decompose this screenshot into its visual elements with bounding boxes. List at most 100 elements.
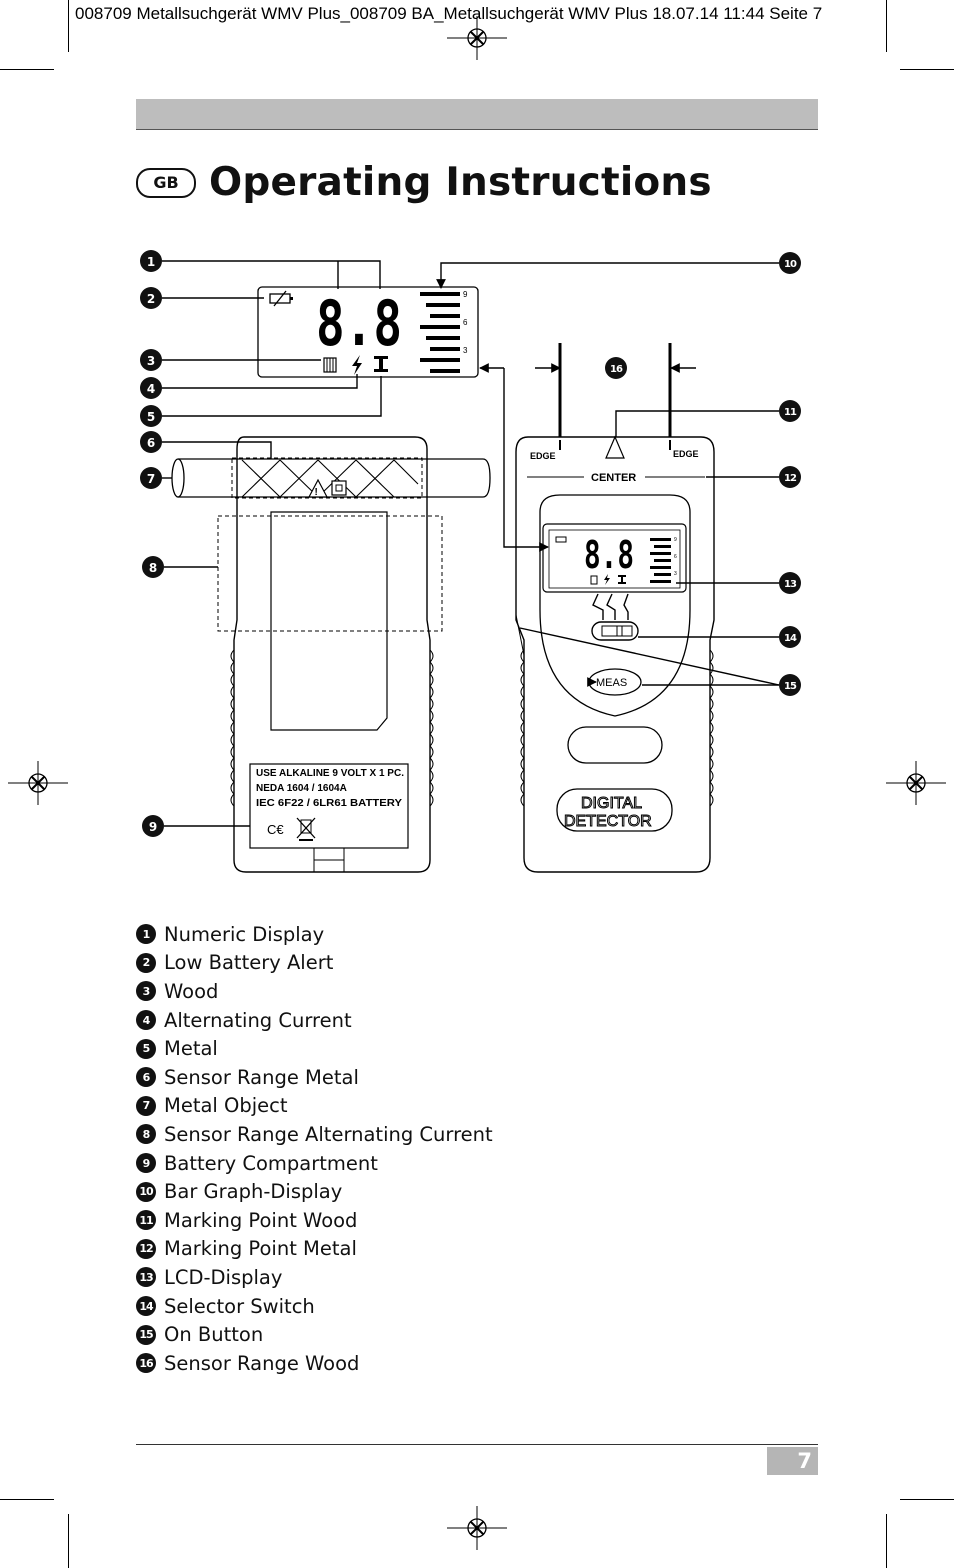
list-item: 5 Metal [136, 1034, 493, 1063]
metal-i-beam-icon [374, 356, 388, 372]
callout-16: 16 [605, 357, 627, 379]
svg-text:11: 11 [784, 407, 797, 418]
small-bar-scale-9: 9 [674, 537, 677, 543]
battery-label-line2: NEDA 1604 / 1604A [256, 783, 347, 794]
svg-text:12: 12 [784, 473, 797, 484]
registration-mark [446, 15, 508, 61]
callouts: 1 2 3 4 5 6 7 8 9 10 11 12 13 14 15 16 [140, 250, 801, 837]
legend-label: Numeric Display [164, 922, 325, 946]
meas-label: MEAS [596, 677, 627, 689]
crop-mark [0, 69, 54, 70]
legend-label: Wood [164, 979, 219, 1003]
callout-1: 1 [140, 250, 162, 272]
callout-7: 7 [140, 467, 162, 489]
brand-line-2: DETECTOR [564, 813, 652, 830]
low-battery-icon [269, 290, 293, 307]
battery-label-line1: USE ALKALINE 9 VOLT X 1 PC. [256, 768, 404, 779]
bar-scale-9: 9 [463, 290, 468, 299]
lcd-digits-large: 8.8 [316, 287, 402, 360]
svg-text:1: 1 [147, 255, 155, 269]
bar-scale-6: 6 [463, 318, 468, 327]
center-label: CENTER [591, 472, 636, 484]
page-number: 7 [767, 1447, 818, 1475]
header-band [136, 99, 818, 130]
registration-mark [7, 760, 69, 806]
callout-11: 11 [779, 400, 801, 422]
legend-number: 7 [136, 1095, 156, 1116]
legend-number: 1 [136, 924, 156, 945]
legend-number: 5 [136, 1038, 156, 1059]
crop-mark [68, 0, 69, 52]
svg-text:6: 6 [147, 436, 155, 450]
wood-marking-triangle-icon [605, 435, 625, 459]
list-item: 3 Wood [136, 977, 493, 1006]
device-front-view: EDGE EDGE CENTER 8.8 9 6 3 [515, 435, 715, 873]
edge-left-label: EDGE [530, 451, 556, 461]
battery-label-line3: IEC 6F22 / 6LR61 BATTERY [256, 798, 402, 809]
svg-text:10: 10 [784, 259, 797, 270]
legend-label: Sensor Range Wood [164, 1351, 360, 1375]
wood-icon [323, 357, 337, 373]
callout-5: 5 [140, 405, 162, 427]
svg-text:8: 8 [149, 561, 157, 575]
edge-right-label: EDGE [673, 449, 699, 459]
legend-number: 13 [136, 1267, 156, 1288]
callout-8: 8 [142, 556, 164, 578]
callout-2: 2 [140, 287, 162, 309]
callout-15: 15 [779, 674, 801, 696]
legend-label: Low Battery Alert [164, 951, 334, 975]
print-header: 008709 Metallsuchgerät WMV Plus_008709 B… [75, 4, 823, 23]
callout-6: 6 [140, 431, 162, 453]
list-item: 4 Alternating Current [136, 1006, 493, 1035]
legend-label: Sensor Range Metal [164, 1065, 359, 1089]
legend-label: Alternating Current [164, 1008, 352, 1032]
svg-text:13: 13 [784, 579, 797, 590]
svg-text:2: 2 [147, 292, 155, 306]
legend-number: 10 [136, 1181, 156, 1202]
legend-label: Marking Point Wood [164, 1208, 358, 1232]
callout-13: 13 [779, 572, 801, 594]
list-item: 7 Metal Object [136, 1092, 493, 1121]
lcd-digits-small: 8.8 [584, 533, 634, 577]
svg-text:C€: C€ [267, 822, 284, 837]
list-item: 12 Marking Point Metal [136, 1235, 493, 1264]
svg-text:4: 4 [147, 382, 155, 396]
svg-text:5: 5 [147, 410, 155, 424]
page-title: Operating Instructions [209, 160, 712, 205]
callout-9: 9 [142, 815, 164, 837]
registration-mark [446, 1505, 508, 1551]
crop-mark [886, 0, 887, 52]
device-back-view: ! USE ALKALINE 9 VOLT X 1 PC. NEDA 1604 … [171, 436, 491, 873]
brand-line-1: DIGITAL [581, 795, 642, 812]
legend-label: Sensor Range Alternating Current [164, 1122, 493, 1146]
bar-graph-small [650, 538, 671, 583]
legend-label: Selector Switch [164, 1294, 315, 1318]
bar-scale-3: 3 [463, 346, 468, 355]
title-row: GB Operating Instructions [136, 160, 712, 205]
list-item: 13 LCD-Display [136, 1263, 493, 1292]
legend-label: Metal Object [164, 1094, 288, 1118]
legend-label: Marking Point Metal [164, 1237, 357, 1261]
lightning-icon [352, 355, 362, 375]
legend-number: 12 [136, 1238, 156, 1259]
registration-mark [885, 760, 947, 806]
weee-bin-icon [296, 817, 316, 841]
leader-lines [162, 260, 780, 827]
footer-rule [136, 1444, 818, 1445]
crop-mark [68, 1514, 69, 1568]
legend-number: 4 [136, 1010, 156, 1031]
legend-label: Metal [164, 1037, 218, 1061]
callout-12: 12 [779, 466, 801, 488]
svg-text:3: 3 [147, 354, 155, 368]
legend-number: 3 [136, 981, 156, 1002]
list-item: 1 Numeric Display [136, 920, 493, 949]
legend-label: LCD-Display [164, 1265, 283, 1289]
callout-4: 4 [140, 377, 162, 399]
